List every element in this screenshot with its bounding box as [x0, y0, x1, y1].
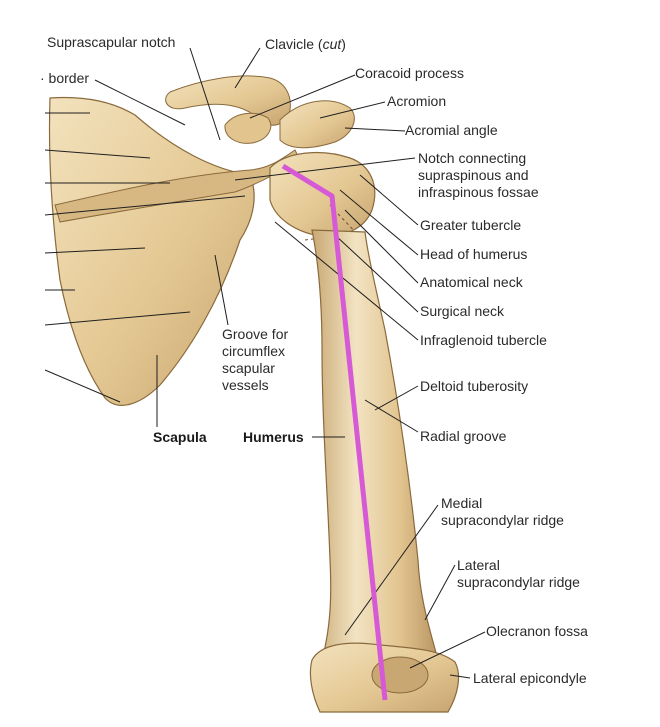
leader-lines: [44, 47, 486, 679]
label-surgical-neck: Surgical neck: [420, 303, 505, 319]
label-acromion: Acromion: [387, 93, 447, 109]
label-notch-connecting: Notch connecting supraspinous and infras…: [418, 150, 539, 200]
label-coracoid-process: Coracoid process: [355, 65, 464, 81]
label-suprascapular-notch: Suprascapular notch: [47, 34, 176, 50]
label-lateral-epicondyle: Lateral epicondyle: [473, 670, 587, 686]
acromion-bone: [279, 100, 355, 149]
coracoid-bone: [224, 112, 272, 144]
label-radial-groove: Radial groove: [420, 428, 507, 444]
label-clavicle: Clavicle (cut): [265, 36, 346, 52]
label-scapula: Scapula: [153, 429, 207, 445]
label-humerus: Humerus: [243, 429, 304, 445]
label-medial-supracondylar-ridge: Medial supracondylar ridge: [441, 495, 564, 528]
label-acromial-angle: Acromial angle: [405, 122, 498, 138]
label-infraglenoid-tubercle: Infraglenoid tubercle: [420, 332, 547, 348]
anatomical-neck-line: [329, 204, 361, 239]
label-head-of-humerus: Head of humerus: [420, 246, 528, 262]
highlight-line: [281, 163, 388, 701]
label-lateral-supracondylar-ridge: Lateral supracondylar ridge: [457, 557, 580, 590]
label-deltoid-tuberosity: Deltoid tuberosity: [420, 378, 529, 394]
label-anatomical-neck: Anatomical neck: [420, 274, 523, 290]
label-groove-circumflex: Groove for circumflex scapular vessels: [222, 326, 289, 393]
label-greater-tubercle: Greater tubercle: [420, 217, 522, 233]
label-superior-border: · border: [40, 70, 90, 86]
label-olecranon-fossa: Olecranon fossa: [486, 623, 588, 639]
clavicle-bone: [165, 75, 291, 126]
scapula-bone: [48, 96, 255, 406]
